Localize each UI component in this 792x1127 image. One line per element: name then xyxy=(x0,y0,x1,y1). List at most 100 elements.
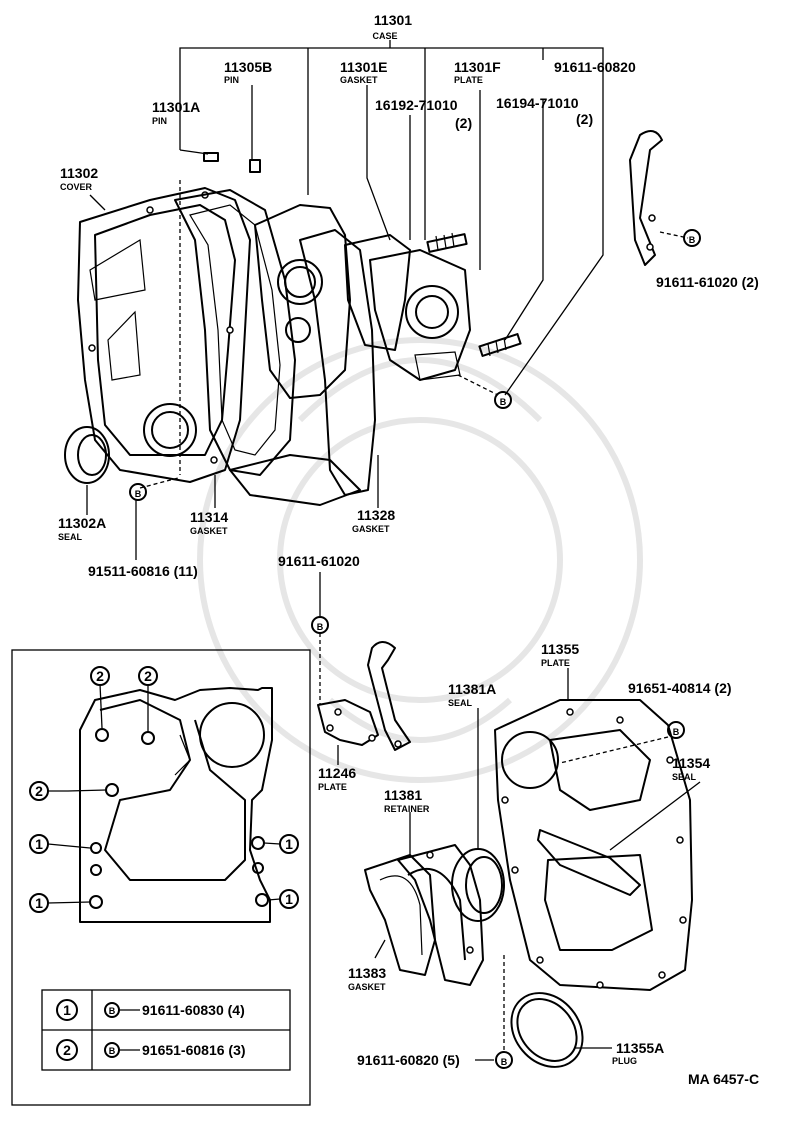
label-91611-60820: 91611-60820 xyxy=(554,59,636,75)
legend-row-2: 2 B 91651-60816 (3) xyxy=(56,1039,246,1061)
diagram-code: MA 6457-C xyxy=(688,1071,759,1087)
label-11301-name: CASE xyxy=(372,31,397,41)
label-11383-name: GASKET xyxy=(348,982,386,992)
label-11302a-name: SEAL xyxy=(58,532,83,542)
bottom-leaders xyxy=(374,668,701,1061)
label-91651-40814: 91651-40814 (2) xyxy=(628,680,732,696)
inset-callout-1b: 1 xyxy=(29,893,49,913)
bolt-symbol-plate: B xyxy=(667,721,685,739)
stud-16194 xyxy=(478,333,522,357)
label-16194-qty: (2) xyxy=(576,111,593,127)
svg-text:1: 1 xyxy=(35,836,43,852)
label-91611-61020: 91611-61020 xyxy=(278,553,360,569)
rear-end-plate xyxy=(494,699,693,991)
label-11355a-num: 11355A xyxy=(616,1040,664,1056)
label-11355-name: PLATE xyxy=(541,658,570,668)
label-11381a-name: SEAL xyxy=(448,698,473,708)
legend-row-1-text: 91611-60830 (4) xyxy=(142,1002,245,1018)
svg-text:2: 2 xyxy=(35,783,43,799)
label-11355a-name: PLUG xyxy=(612,1056,637,1066)
retainer-gasket xyxy=(364,854,436,976)
inset-legend-table xyxy=(41,989,291,1071)
label-11301f-name: PLATE xyxy=(454,75,483,85)
label-11246-num: 11246 xyxy=(318,765,356,781)
cover-gasket xyxy=(174,189,296,476)
bolt-symbol-top-right: B xyxy=(683,229,701,247)
label-91611-60820-5: 91611-60820 (5) xyxy=(357,1052,460,1068)
svg-text:1: 1 xyxy=(285,836,293,852)
svg-text:B: B xyxy=(500,397,507,407)
svg-text:B: B xyxy=(501,1057,508,1067)
label-11328-name: GASKET xyxy=(352,524,390,534)
svg-text:B: B xyxy=(673,727,680,737)
svg-text:2: 2 xyxy=(144,668,152,684)
label-11305b-num: 11305B xyxy=(224,59,272,75)
oil-seal-11302a xyxy=(64,426,110,484)
bolt-symbol-cover: B xyxy=(129,483,147,501)
legend-row-2-key: 2 xyxy=(63,1042,71,1058)
inset-callout-leaders xyxy=(47,683,281,904)
label-11302-num: 11302 xyxy=(60,165,98,181)
case-bracket xyxy=(179,40,604,240)
svg-text:B: B xyxy=(317,622,324,632)
svg-text:1: 1 xyxy=(35,895,43,911)
svg-text:2: 2 xyxy=(96,668,104,684)
inset-callout-1a: 1 xyxy=(29,834,49,854)
label-11381-num: 11381 xyxy=(384,787,422,803)
legend-row-2-symbol: B xyxy=(109,1046,116,1056)
label-11354-name: SEAL xyxy=(672,772,697,782)
label-11301e-name: GASKET xyxy=(340,75,378,85)
svg-text:1: 1 xyxy=(285,891,293,907)
label-11301a-num: 11301A xyxy=(152,99,200,115)
legend-row-1-symbol: B xyxy=(109,1006,116,1016)
label-11301-num: 11301 xyxy=(374,12,412,28)
label-11314-num: 11314 xyxy=(190,509,228,525)
stud-16192 xyxy=(426,232,468,253)
inset-case-outline xyxy=(79,687,273,923)
bolt-symbol-pump: B xyxy=(494,391,512,409)
label-11246-name: PLATE xyxy=(318,782,347,792)
plate-11246 xyxy=(317,699,379,746)
label-11305b-name: PIN xyxy=(224,75,239,85)
svg-text:B: B xyxy=(135,489,142,499)
inset-frame xyxy=(11,649,311,1106)
inset-callout-2c: 2 xyxy=(29,781,49,801)
label-11301e-num: 11301E xyxy=(340,59,388,75)
rear-oil-seal xyxy=(451,848,505,922)
label-11381a-num: 11381A xyxy=(448,681,496,697)
case-gasket xyxy=(299,229,376,496)
watermark-emblem xyxy=(197,337,643,783)
lift-bracket-top xyxy=(629,130,663,266)
label-11383-num: 11383 xyxy=(348,965,386,981)
label-11302-name: COVER xyxy=(60,182,93,192)
legend-row-1: 1 B 91611-60830 (4) xyxy=(56,999,245,1021)
inset-callout-2a: 2 xyxy=(90,666,110,686)
inset-callout-1d: 1 xyxy=(279,889,299,909)
bolt-symbol-retainer: B xyxy=(495,1051,513,1069)
lift-bracket-mid xyxy=(367,641,411,751)
inset-callout-2b: 2 xyxy=(138,666,158,686)
label-16194-num: 16194-71010 xyxy=(496,95,579,111)
label-16192-qty: (2) xyxy=(455,115,472,131)
pin-11305b xyxy=(249,159,261,173)
label-11381-name: RETAINER xyxy=(384,804,430,814)
plug-11355a xyxy=(510,992,584,1068)
label-11302a-num: 11302A xyxy=(58,515,106,531)
bolt-symbol-mid: B xyxy=(311,616,329,634)
label-11301a-name: PIN xyxy=(152,116,167,126)
pin-11301a xyxy=(203,152,219,162)
timing-case xyxy=(229,204,361,506)
svg-text:B: B xyxy=(689,235,696,245)
label-91611-61020-2: 91611-61020 (2) xyxy=(656,274,759,290)
label-11354-num: 11354 xyxy=(672,755,710,771)
label-11301f-num: 11301F xyxy=(454,59,501,75)
label-11314-name: GASKET xyxy=(190,526,228,536)
label-11355-num: 11355 xyxy=(541,641,579,657)
legend-row-2-text: 91651-60816 (3) xyxy=(142,1042,246,1058)
label-16192-num: 16192-71010 xyxy=(375,97,458,113)
label-11328-num: 11328 xyxy=(357,507,395,523)
pump-gasket-and-plate xyxy=(344,234,471,381)
top-leaders xyxy=(86,60,689,560)
legend-row-1-key: 1 xyxy=(63,1002,71,1018)
